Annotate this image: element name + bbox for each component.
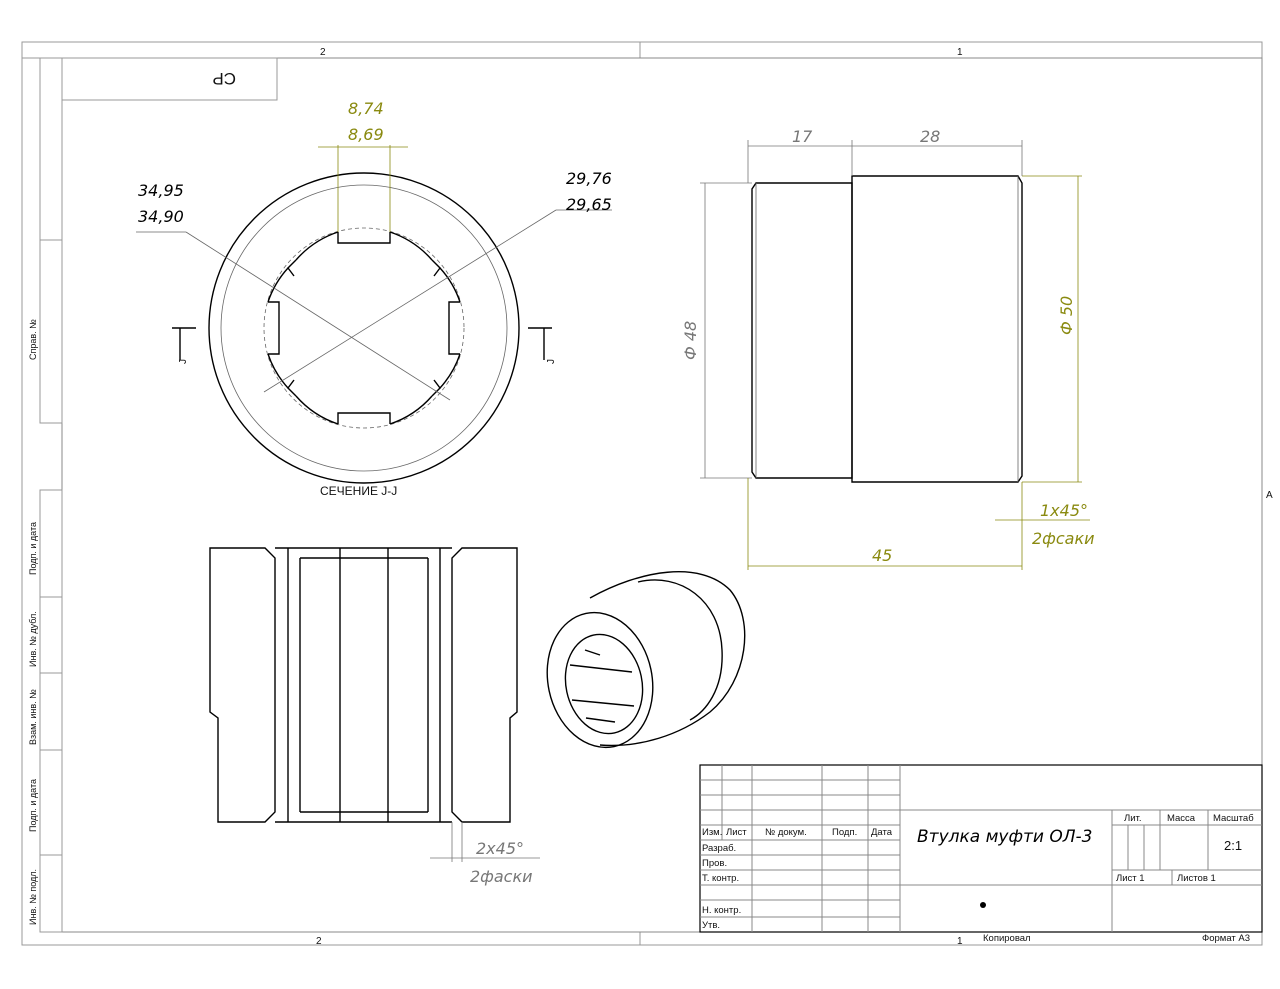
- tb-title: Втулка муфти ОЛ-3: [917, 827, 1092, 847]
- dim-len-large: 28: [920, 127, 940, 146]
- tb-copied: Копировал: [983, 933, 1031, 944]
- dim-total: 45: [872, 546, 892, 565]
- dim-section-chamfer: 2x45°: [476, 839, 524, 858]
- tb-scale: 2:1: [1224, 838, 1242, 853]
- tb-mass-label: Масса: [1167, 813, 1196, 824]
- zone-label: 2: [320, 47, 326, 58]
- tb-role: Н. контр.: [702, 905, 741, 916]
- tb-sheets: Листов 1: [1177, 873, 1216, 884]
- side-labels: Справ. № Подп. и дата Инв. № дубл. Взам.…: [28, 319, 38, 925]
- dim-d2-lower: 29,65: [566, 195, 612, 214]
- tb-role: Т. контр.: [702, 873, 739, 884]
- zone-label: A: [1266, 490, 1273, 501]
- tb-format: Формат А3: [1202, 933, 1250, 944]
- dim-width-upper: 8,74: [348, 99, 384, 118]
- dim-chamfer: 1x45°: [1040, 501, 1088, 520]
- zone-label: 1: [957, 936, 963, 947]
- isometric-view: [546, 571, 746, 749]
- tb-header: Дата: [871, 827, 893, 838]
- sheet-frame: [21, 41, 1263, 946]
- side-view: [700, 140, 1090, 570]
- tb-sheet: Лист 1: [1116, 873, 1145, 884]
- side-label: Инв. № подл.: [28, 869, 38, 925]
- tb-role: Пров.: [702, 858, 727, 869]
- tb-header: Лист: [726, 827, 747, 838]
- stamp-code: СР: [212, 69, 236, 88]
- section-label: СЕЧЕНИЕ J-J: [320, 484, 397, 498]
- tb-lit-label: Лит.: [1124, 813, 1141, 824]
- dim-d2-upper: 29,76: [566, 169, 612, 188]
- tb-scale-label: Масштаб: [1213, 813, 1254, 824]
- front-view: [136, 145, 612, 484]
- zone-label: 2: [316, 936, 322, 947]
- side-label: Подп. и дата: [28, 779, 38, 832]
- dim-width-lower: 8,69: [348, 125, 384, 144]
- section-view: [209, 547, 540, 862]
- tb-role: Утв.: [702, 920, 720, 931]
- dim-d1-upper: 34,95: [138, 181, 184, 200]
- dim-dia-small: Ф 48: [681, 321, 700, 360]
- cut-letter: J: [546, 359, 557, 364]
- tb-role: Разраб.: [702, 843, 736, 854]
- cut-letter: J: [178, 359, 189, 364]
- dim-len-small: 17: [792, 127, 813, 146]
- dim-dia-large: Ф 50: [1057, 296, 1076, 335]
- zone-label: 1: [957, 47, 963, 58]
- tb-header: Изм.: [702, 827, 722, 838]
- tb-header: Подп.: [832, 827, 857, 838]
- tb-header: № докум.: [765, 827, 807, 838]
- dim-section-chamfer-note: 2фаски: [470, 867, 533, 886]
- side-label: Справ. №: [28, 319, 38, 360]
- dim-d1-lower: 34,90: [138, 207, 184, 226]
- dim-chamfer-note: 2фсаки: [1032, 529, 1095, 548]
- dot-mark: [980, 902, 986, 908]
- side-label: Подп. и дата: [28, 522, 38, 575]
- title-block: [699, 764, 1263, 933]
- side-label: Взам. инв. №: [28, 689, 38, 745]
- side-label: Инв. № дубл.: [28, 611, 38, 667]
